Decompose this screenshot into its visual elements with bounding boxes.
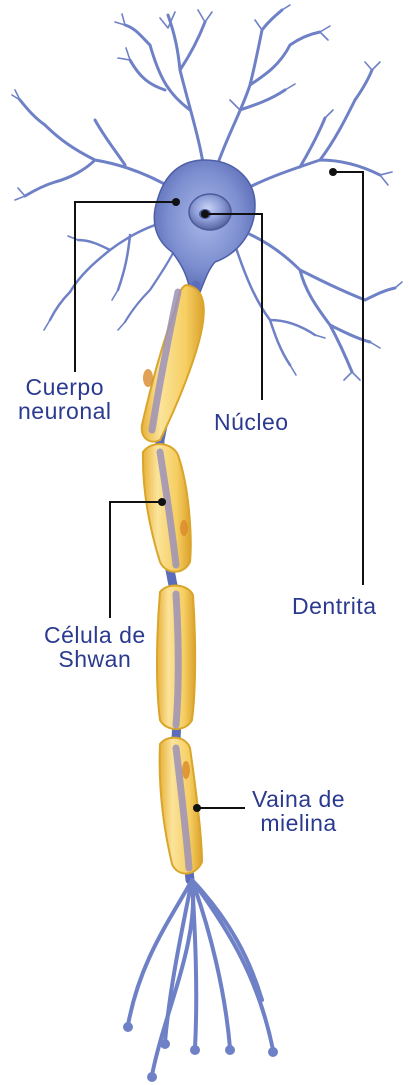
axon-terminals <box>128 880 273 1075</box>
label-vaina-line1: Vaina de <box>252 787 345 811</box>
axon-terminal-buttons <box>123 1022 278 1082</box>
label-nucleo: Núcleo <box>214 410 289 434</box>
leader-lines <box>75 172 363 808</box>
label-cuerpo-neuronal: Cuerpo neuronal <box>18 375 112 423</box>
label-vaina-line2: mielina <box>252 811 345 835</box>
label-celula-line1: Célula de <box>44 623 146 647</box>
label-vaina-de-mielina: Vaina de mielina <box>252 787 345 835</box>
label-cuerpo-line1: Cuerpo <box>18 375 112 399</box>
label-celula-line2: Shwan <box>44 647 146 671</box>
label-dentrita: Dentrita <box>292 594 377 618</box>
label-cuerpo-line2: neuronal <box>18 399 112 423</box>
label-celula-de-shwan: Célula de Shwan <box>44 623 146 671</box>
